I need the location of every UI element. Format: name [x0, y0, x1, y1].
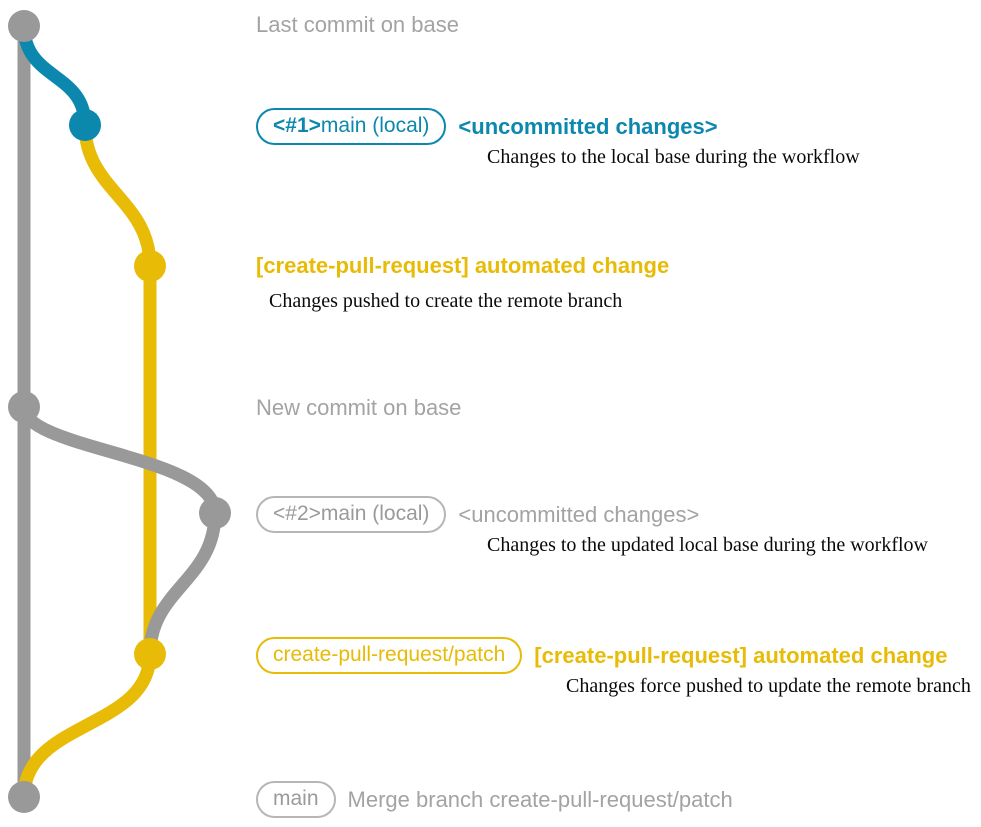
subnote-local-commit-1: Changes to the local base during the wor…: [487, 146, 860, 168]
badge-local-branch-1-prefix: <#1>: [273, 114, 321, 137]
commit-dot-local-2: [199, 497, 231, 529]
commit-dot-local-1: [69, 109, 101, 141]
row-automated-change-2: create-pull-request/patch [create-pull-r…: [256, 637, 947, 674]
row-local-commit-1: <#1> main (local) <uncommitted changes>: [256, 108, 718, 145]
subnote-automated-change-1: Changes pushed to create the remote bran…: [269, 290, 623, 312]
commit-dot-base-merge: [8, 781, 40, 813]
badge-local-branch-2-prefix: <#2>: [273, 502, 321, 525]
badge-local-branch-2[interactable]: <#2> main (local): [256, 496, 447, 533]
row-merge-commit: main Merge branch create-pull-request/pa…: [256, 781, 733, 818]
headline-automated-change-2: [create-pull-request] automated change: [534, 642, 948, 668]
row-automated-change-1: [create-pull-request] automated change: [256, 255, 669, 277]
badge-main-branch-text: main: [273, 787, 319, 810]
local-branch-line: [17, 19, 92, 132]
updated-local-to-patch-line: [143, 506, 222, 661]
headline-automated-change-1: [create-pull-request] automated change: [256, 253, 670, 278]
headline-merge-commit: Merge branch create-pull-request/patch: [347, 786, 733, 812]
patch-to-merge-line: [17, 647, 157, 804]
badge-local-branch-1[interactable]: <#1> main (local): [256, 108, 447, 145]
badge-patch-branch[interactable]: create-pull-request/patch: [256, 637, 523, 674]
subnote-automated-change-2: Changes force pushed to update the remot…: [566, 675, 971, 697]
headline-uncommitted-changes-2: <uncommitted changes>: [458, 501, 700, 527]
updated-local-branch-line: [17, 400, 222, 520]
row-new-commit-on-base: New commit on base: [256, 397, 461, 419]
row-last-commit-on-base: Last commit on base: [256, 14, 459, 36]
badge-main-branch[interactable]: main: [256, 781, 336, 818]
commit-dots: [8, 10, 231, 813]
badge-local-branch-2-text: main (local): [320, 502, 430, 525]
row-local-commit-2: <#2> main (local) <uncommitted changes>: [256, 496, 699, 533]
commit-dot-base-new: [8, 391, 40, 423]
headline-uncommitted-changes-1: <uncommitted changes>: [458, 113, 718, 139]
commit-dot-patch-2: [134, 638, 166, 670]
badge-local-branch-1-text: main (local): [320, 114, 430, 137]
headline-new-commit-on-base: New commit on base: [256, 395, 462, 420]
badge-patch-branch-text: create-pull-request/patch: [273, 643, 506, 666]
subnote-local-commit-2: Changes to the updated local base during…: [487, 534, 928, 556]
headline-last-commit-on-base: Last commit on base: [256, 12, 459, 37]
commit-dot-patch-1: [134, 250, 166, 282]
commit-dot-base-last: [8, 10, 40, 42]
